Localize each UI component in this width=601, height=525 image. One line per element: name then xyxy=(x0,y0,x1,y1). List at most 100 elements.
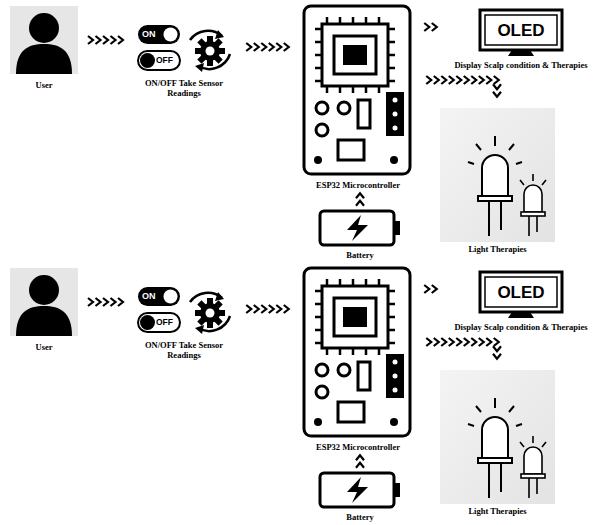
esp32-board xyxy=(300,4,416,178)
chevron-arrow xyxy=(356,193,364,206)
chevron-arrow xyxy=(88,36,123,44)
chevron xyxy=(111,298,116,306)
chevron xyxy=(456,76,461,84)
chevron xyxy=(471,76,476,84)
chevron xyxy=(493,354,501,359)
switch-icon-node: ON OFF ON/OFF Take Sensor Readings xyxy=(132,22,236,98)
chevron-arrow xyxy=(356,455,364,468)
component-label: User xyxy=(8,342,80,352)
chevron xyxy=(424,285,429,293)
component-label: Display Scalp condition & Therapies xyxy=(446,60,596,70)
chevron xyxy=(441,76,446,84)
chevron xyxy=(479,76,484,84)
chevron xyxy=(494,76,499,84)
oled-display-node: OLED Display Scalp condition & Therapies xyxy=(446,8,596,70)
chevron xyxy=(284,305,289,313)
chevron xyxy=(493,92,501,97)
chevron xyxy=(441,338,446,346)
battery-icon xyxy=(315,208,405,248)
chevron xyxy=(96,36,101,44)
component-label: ON/OFF Take Sensor Readings xyxy=(132,78,236,98)
user-icon xyxy=(8,4,80,78)
switch-on-text: ON xyxy=(142,292,156,301)
chevron xyxy=(486,76,491,84)
led-panel xyxy=(440,370,555,504)
battery-icon xyxy=(315,470,405,510)
switch-off-text: OFF xyxy=(156,56,173,65)
chevron xyxy=(464,338,469,346)
chevron-arrow xyxy=(424,285,437,293)
user-icon xyxy=(8,266,80,340)
chevron xyxy=(96,298,101,306)
switch-on-text: ON xyxy=(142,30,156,39)
chevron xyxy=(261,305,266,313)
chevron xyxy=(449,338,454,346)
chevron xyxy=(88,298,93,306)
chevron xyxy=(261,43,266,51)
chevron xyxy=(424,23,429,31)
chevron xyxy=(449,76,454,84)
chevron xyxy=(493,346,501,351)
chevron xyxy=(246,305,251,313)
component-label: ESP32 Microcontroller xyxy=(300,442,416,452)
chevron-arrow xyxy=(88,298,123,306)
chevron xyxy=(269,305,274,313)
component-label: Light Therapies xyxy=(440,506,555,516)
component-label: Battery xyxy=(315,512,405,522)
chevron xyxy=(356,455,364,460)
battery-icon-node: Battery xyxy=(315,208,405,260)
user-icon-node: User xyxy=(8,4,80,90)
chevron xyxy=(254,43,259,51)
chevron xyxy=(356,201,364,206)
chevron xyxy=(486,338,491,346)
led-panel-node: Light Therapies xyxy=(440,108,555,254)
switch-off-text: OFF xyxy=(156,318,173,327)
chevron xyxy=(246,43,251,51)
chevron xyxy=(493,84,501,89)
chevron xyxy=(434,338,439,346)
chevron xyxy=(432,23,437,31)
user-icon-node: User xyxy=(8,266,80,352)
esp32-board xyxy=(300,266,416,440)
led-panel xyxy=(440,108,555,242)
chevron-arrow xyxy=(246,305,289,313)
chevron xyxy=(471,338,476,346)
chevron xyxy=(118,298,123,306)
battery-icon-node: Battery xyxy=(315,470,405,522)
component-label: ESP32 Microcontroller xyxy=(300,180,416,190)
component-label: User xyxy=(8,80,80,90)
chevron-arrow xyxy=(426,338,501,359)
chevron xyxy=(456,338,461,346)
chevron xyxy=(356,463,364,468)
chevron-arrow xyxy=(426,76,501,97)
chevron xyxy=(426,76,431,84)
chevron xyxy=(269,43,274,51)
chevron-arrow xyxy=(246,43,289,51)
chevron xyxy=(284,43,289,51)
component-label: Light Therapies xyxy=(440,244,555,254)
chevron xyxy=(434,76,439,84)
chevron xyxy=(254,305,259,313)
chevron xyxy=(356,193,364,198)
chevron xyxy=(479,338,484,346)
component-label: Display Scalp condition & Therapies xyxy=(446,322,596,332)
component-label: Battery xyxy=(315,250,405,260)
oled-screen-text: OLED xyxy=(446,22,596,39)
chevron xyxy=(276,43,281,51)
chevron xyxy=(103,36,108,44)
esp32-board-node: ESP32 Microcontroller xyxy=(300,266,416,452)
chevron xyxy=(118,36,123,44)
oled-display-node: OLEDDisplay Scalp condition & Therapies xyxy=(446,270,596,332)
chevron xyxy=(276,305,281,313)
chevron xyxy=(111,36,116,44)
chevron xyxy=(432,285,437,293)
chevron-arrow xyxy=(424,23,437,31)
chevron xyxy=(494,338,499,346)
component-label: ON/OFF Take Sensor Readings xyxy=(132,340,236,360)
chevron xyxy=(103,298,108,306)
chevron xyxy=(88,36,93,44)
led-panel-node: Light Therapies xyxy=(440,370,555,516)
esp32-board-node: ESP32 Microcontroller xyxy=(300,4,416,190)
switch-icon-node: ON OFF ON/OFF Take Sensor Readings xyxy=(132,284,236,360)
chevron xyxy=(426,338,431,346)
